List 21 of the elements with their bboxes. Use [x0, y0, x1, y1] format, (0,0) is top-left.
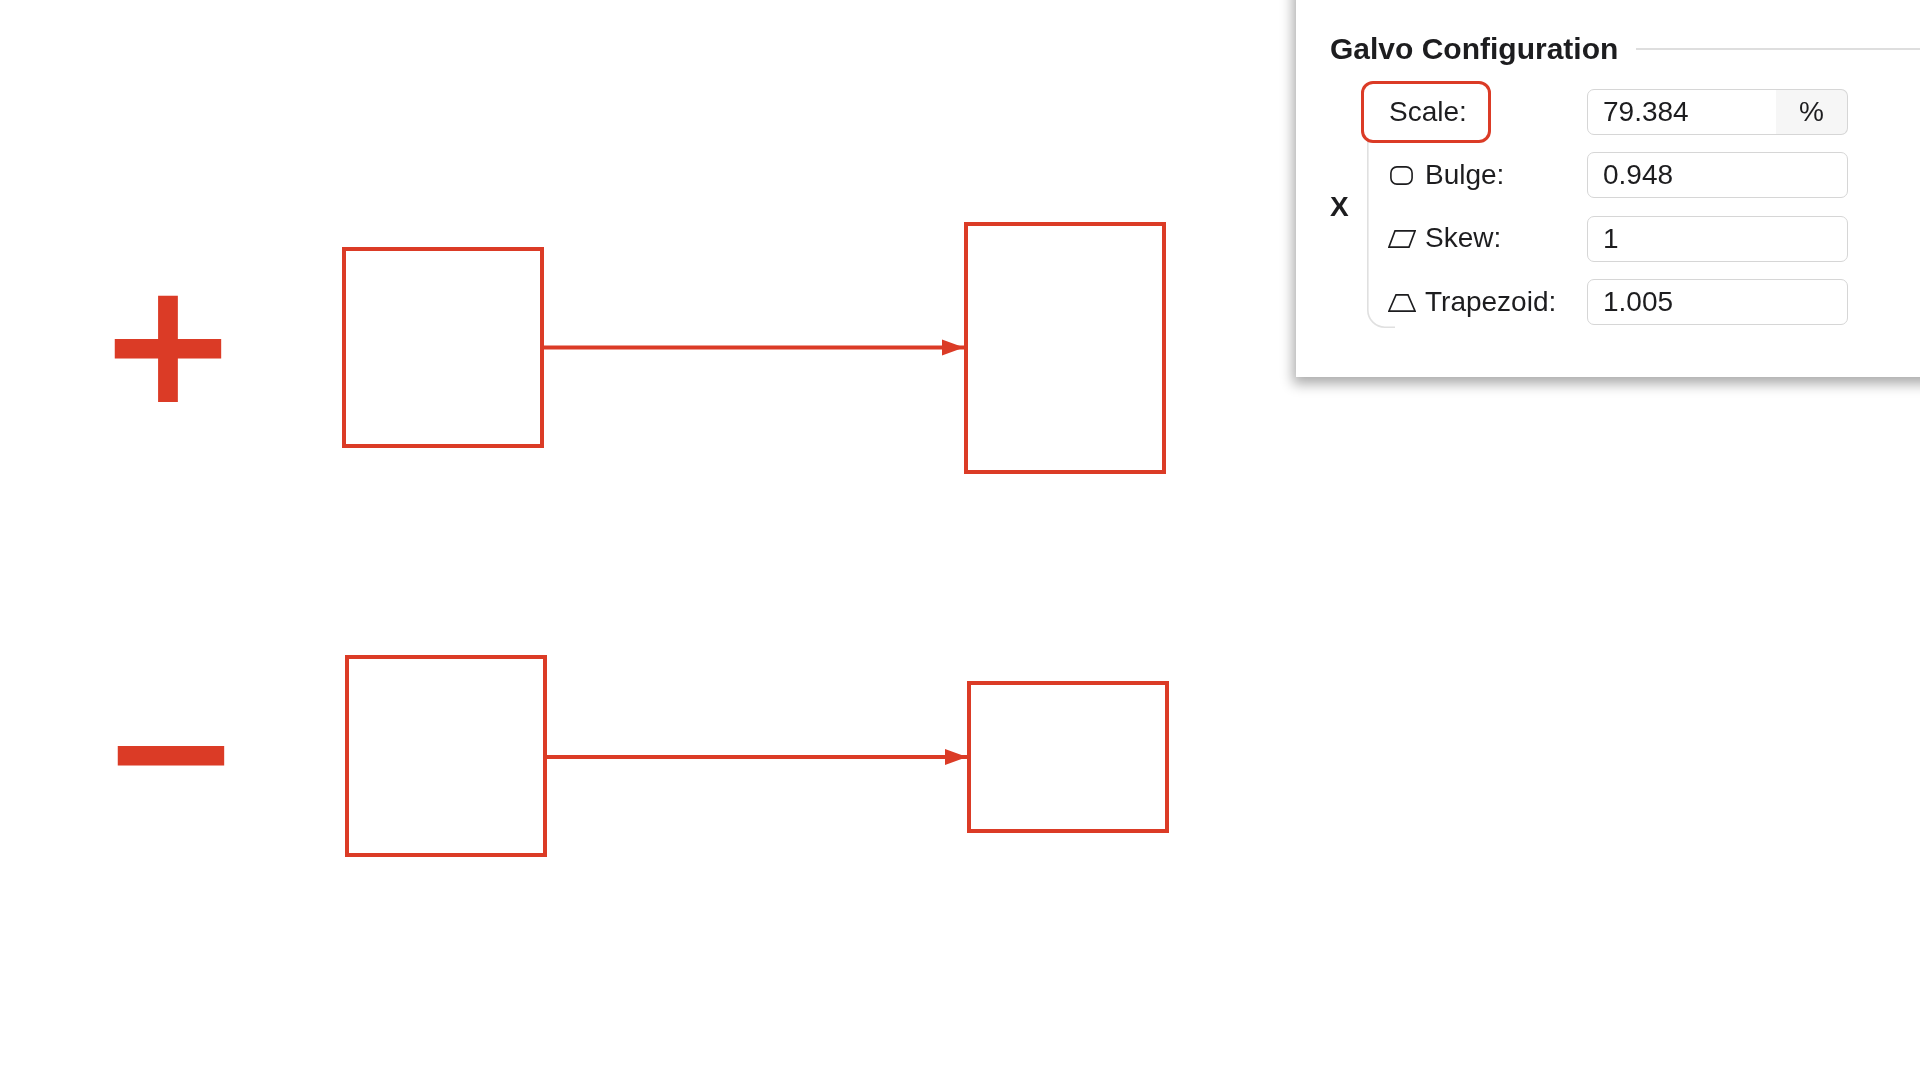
settings-panel	[1296, 0, 1920, 377]
field-label: Skew:	[1425, 221, 1502, 255]
plus-sign: +	[96, 258, 240, 428]
arrow	[547, 749, 967, 765]
field-label: Scale:	[1389, 95, 1468, 129]
minus-sign: −	[99, 665, 243, 835]
axis-label: X	[1330, 190, 1349, 224]
field-label: Bulge:	[1425, 158, 1505, 192]
input-field: 1	[1587, 216, 1848, 262]
unit-suffix: %	[1776, 89, 1848, 135]
field-label: Trapezoid:	[1425, 285, 1557, 319]
square-outline	[345, 655, 547, 857]
input-field: 1.005	[1587, 279, 1848, 325]
wide-rectangle-outline	[967, 681, 1169, 833]
input-field: 0.948	[1587, 152, 1848, 198]
highlight-frame	[1361, 81, 1491, 143]
input-field: 79.384	[1587, 89, 1777, 135]
arrow	[544, 339, 964, 356]
panel-title: Galvo Configuration	[1330, 31, 1619, 67]
square-outline	[342, 247, 544, 448]
tall-rectangle-outline	[964, 222, 1166, 474]
